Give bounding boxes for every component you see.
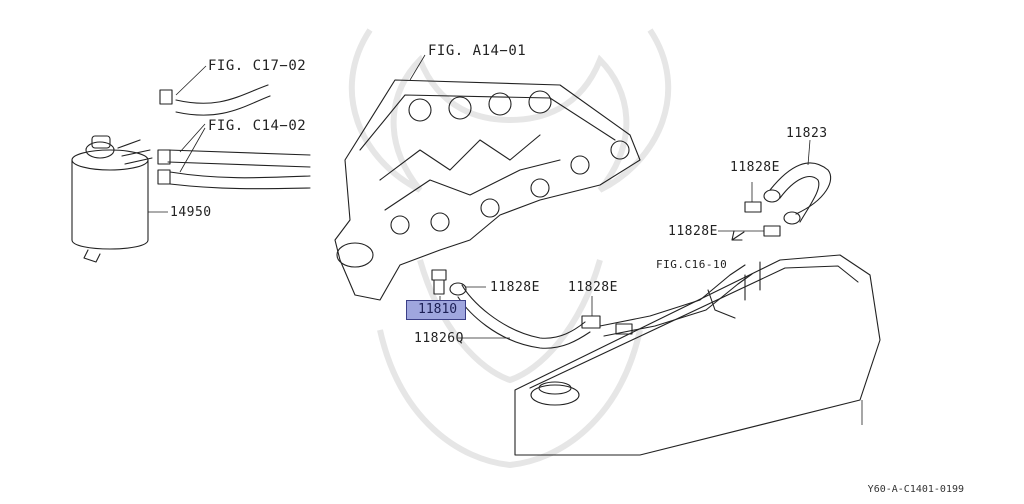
label-fig-c17-02[interactable]: FIG. C17−02	[208, 58, 307, 74]
part-label-11828e-mid[interactable]: 11828E	[668, 224, 718, 239]
label-fig-c16-10[interactable]: FIG.C16-10	[656, 258, 728, 271]
arrow-down-left-icon	[731, 230, 745, 241]
label-fig-a14-01[interactable]: FIG. A14−01	[428, 43, 527, 59]
pcv-valve-and-hose	[431, 269, 601, 349]
vapor-hoses	[157, 65, 311, 190]
part-label-11828e-top[interactable]: 11828E	[730, 160, 780, 175]
hose-11823	[718, 139, 832, 241]
highlighted-part-11810[interactable]: 11810	[406, 300, 466, 320]
intake-manifold	[334, 54, 641, 301]
part-label-11826q[interactable]: 11826Q	[414, 331, 464, 346]
part-label-11823[interactable]: 11823	[786, 126, 828, 141]
label-fig-c14-02[interactable]: FIG. C14−02	[208, 118, 307, 134]
part-label-14950[interactable]: 14950	[170, 205, 212, 220]
samurai-helmet-icon	[348, 28, 672, 469]
part-label-11828e-left[interactable]: 11828E	[490, 280, 540, 295]
rocker-cover	[514, 254, 881, 456]
part-label-11810: 11810	[418, 302, 458, 317]
diagram-code: Y60-A-C1401-0199	[867, 484, 964, 495]
part-label-11828e-right[interactable]: 11828E	[568, 280, 618, 295]
breather-pipe	[599, 264, 753, 337]
canister-14950	[71, 135, 168, 263]
